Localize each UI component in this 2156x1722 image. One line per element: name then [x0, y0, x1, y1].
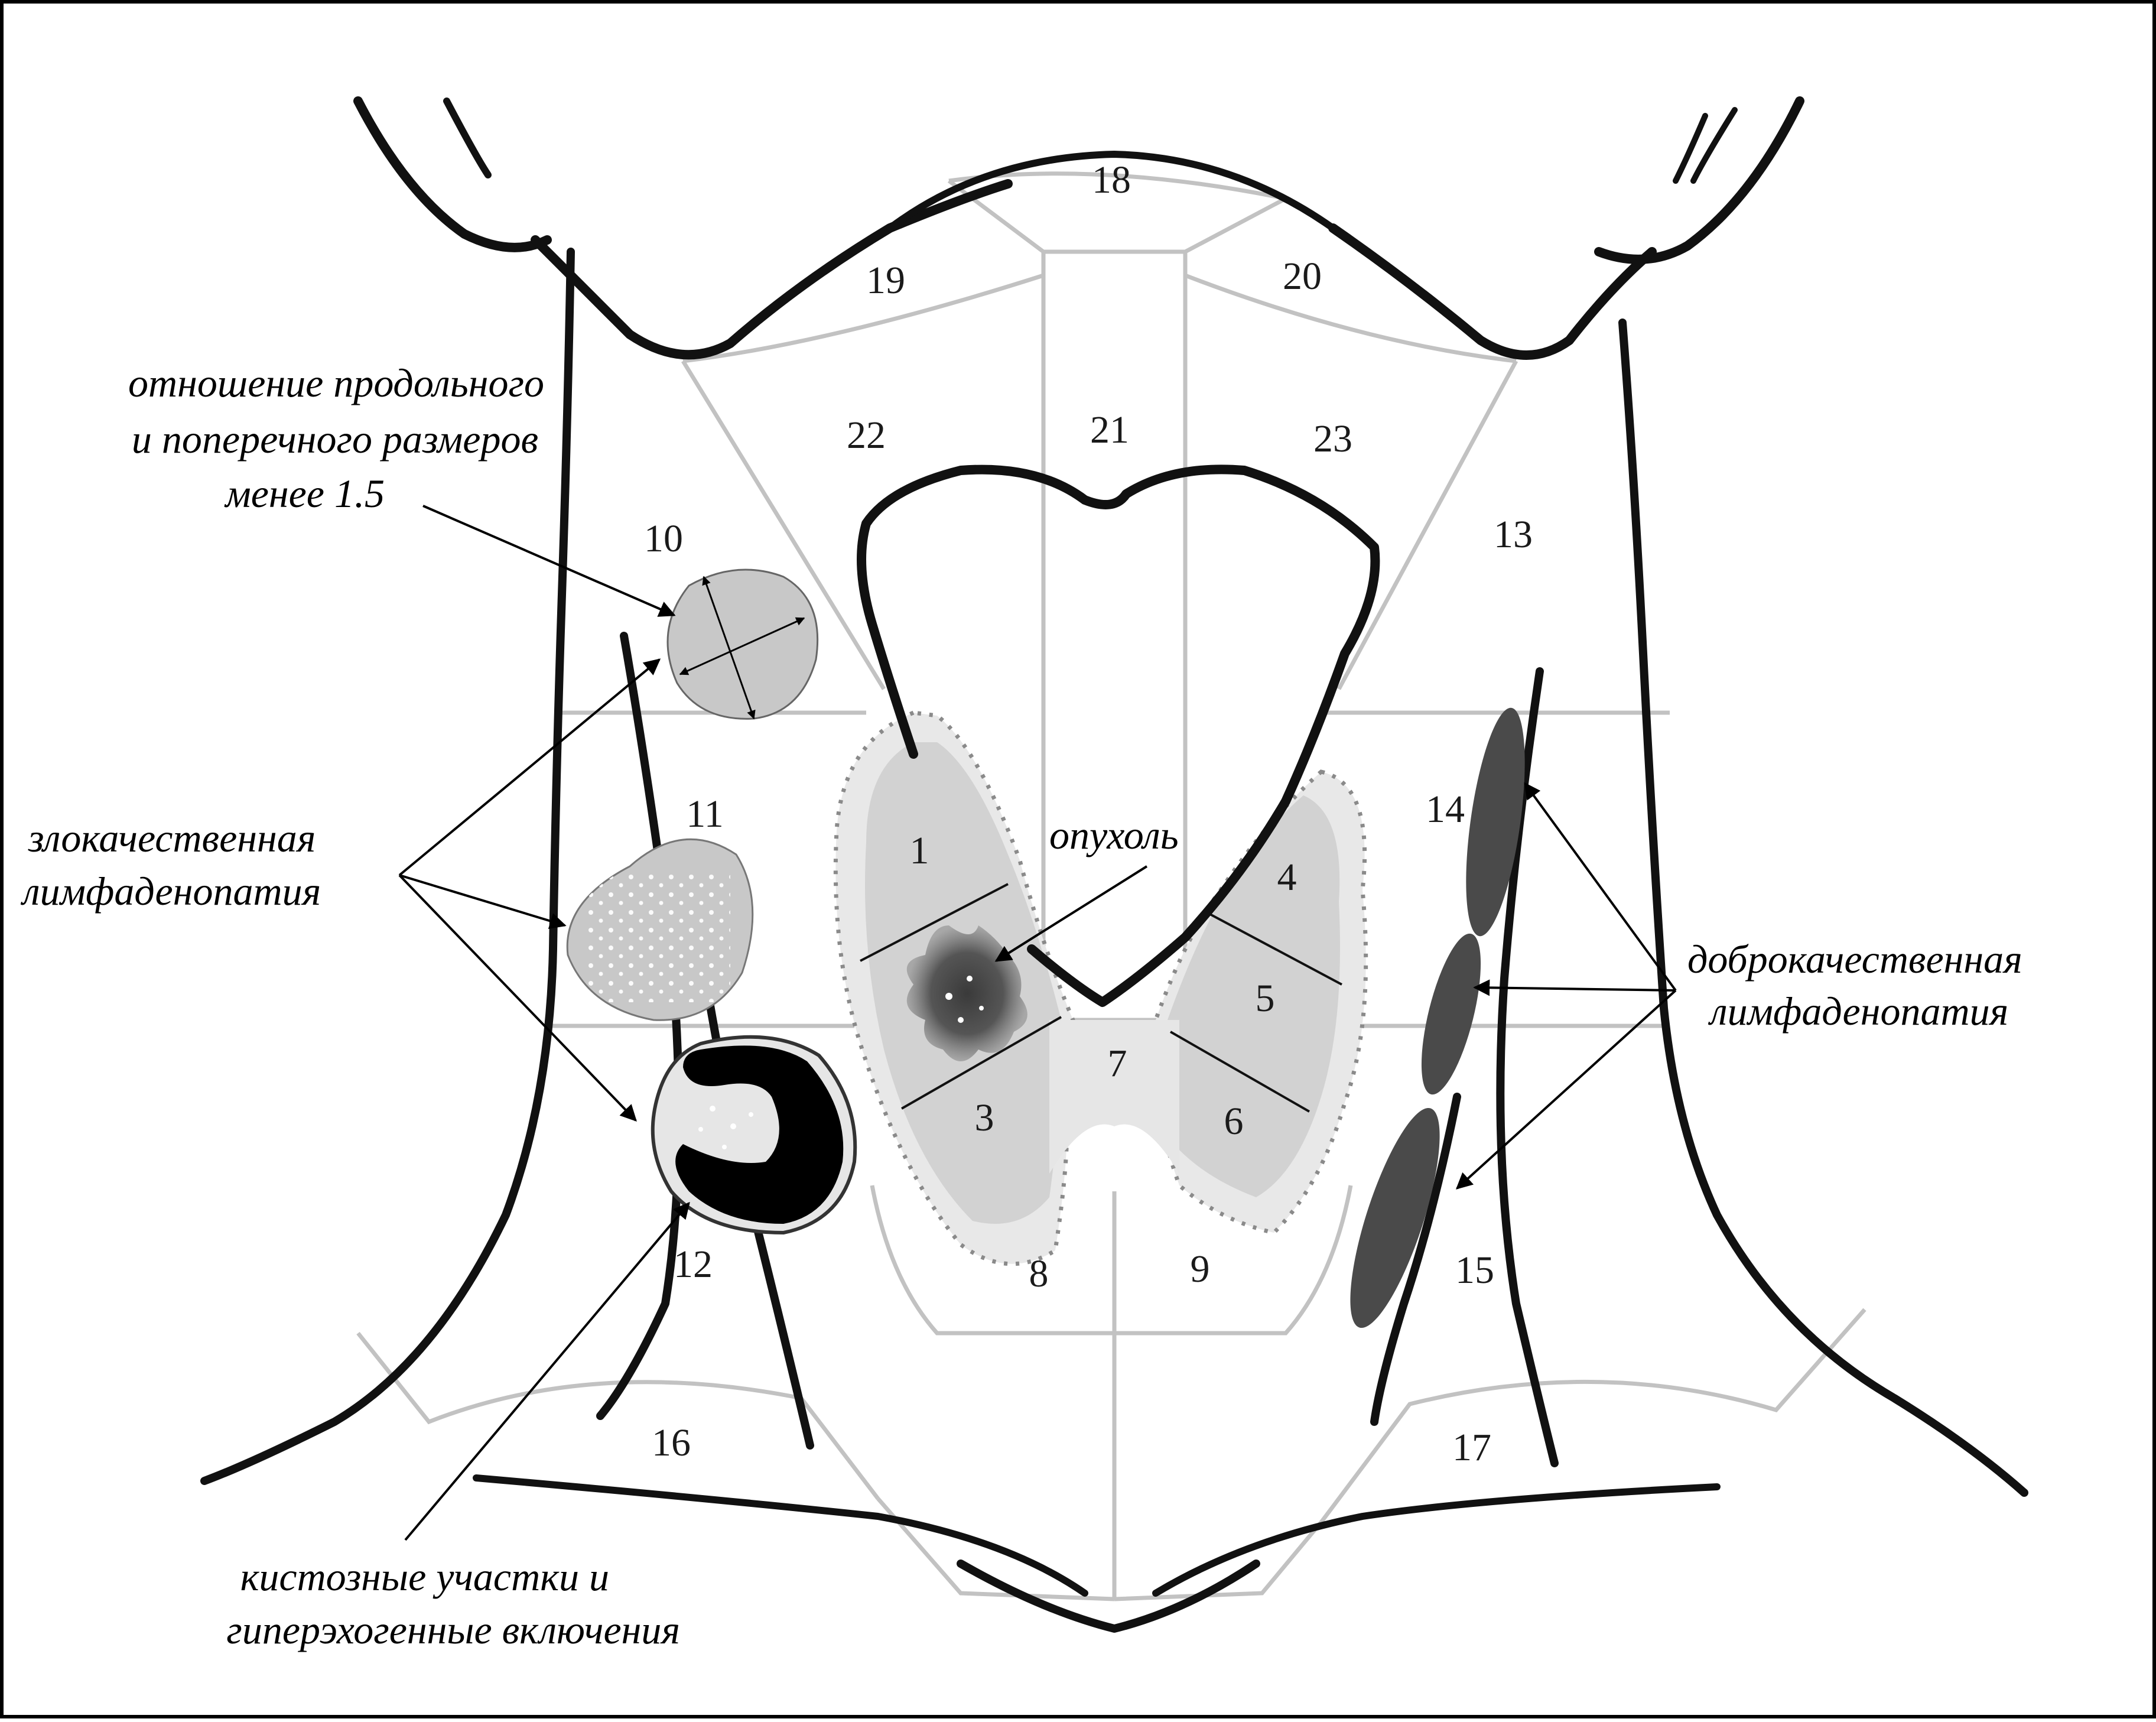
zone-number: 13 — [1494, 513, 1533, 556]
scm-right-back — [1370, 1093, 1461, 1426]
label-malignant-line1: злокачественная — [28, 815, 316, 860]
zone-number: 15 — [1455, 1249, 1494, 1292]
grid-clavicle-left-inner — [876, 1497, 1115, 1601]
zone-number: 11 — [686, 792, 724, 836]
callout-labels: отношение продольного и поперечного разм… — [20, 360, 2022, 1652]
node-width-axis — [679, 617, 805, 675]
clavicle-left — [473, 1474, 1088, 1597]
ear-left-outer — [353, 96, 552, 252]
arrow-tumor — [994, 865, 1148, 962]
grid-submental-sides — [947, 179, 1287, 254]
cystic-speck — [730, 1123, 736, 1129]
lobe-divider-4 — [1208, 912, 1342, 986]
zone-number: 14 — [1426, 788, 1465, 831]
benign-node-15-upper — [1421, 933, 1481, 1095]
trachea-outline — [857, 464, 1380, 1007]
grid-submandibular-left — [682, 273, 1045, 363]
cystic-speck — [698, 1127, 703, 1132]
benign-node-15-lower — [1350, 1107, 1440, 1328]
grid-submandibular-right — [1184, 273, 1517, 363]
zone-number: 9 — [1191, 1247, 1210, 1291]
zone-number: 22 — [847, 414, 886, 457]
label-malignant-line2: лимфаденопатия — [20, 869, 321, 914]
zone-numbers: 1 3 4 5 6 7 8 9 10 11 12 13 14 15 16 17 … — [644, 158, 1533, 1469]
tumor-speck — [967, 976, 973, 982]
jaw-right — [1328, 223, 1657, 360]
arrow-ratio — [422, 505, 676, 617]
zone-number: 19 — [866, 259, 905, 302]
zone-number: 5 — [1256, 977, 1275, 1020]
label-benign-line1: доброкачественная — [1687, 937, 2022, 982]
malignant-node-10 — [666, 568, 819, 720]
zone-number: 3 — [975, 1096, 994, 1139]
arrow-malignant-10 — [398, 658, 661, 876]
thyroid — [833, 710, 1368, 1266]
grid-supraclavicular-left — [356, 1331, 880, 1500]
grid-lower-paratracheal — [870, 1185, 1353, 1336]
ear-right-outer — [1594, 96, 1804, 264]
zone-grid — [356, 171, 1866, 1601]
lobe-divider-5 — [1170, 1031, 1310, 1113]
zone-number: 23 — [1313, 417, 1352, 460]
body-outline — [200, 96, 2028, 1633]
lobe-divider-2 — [901, 1016, 1062, 1110]
grid-midline-upper — [1041, 252, 1188, 1020]
grid-triangle-left — [681, 360, 886, 690]
neck-right-outer — [1618, 319, 2028, 1497]
jaw-left — [531, 179, 1013, 360]
tumor-speck — [958, 1017, 964, 1023]
label-cystic-line1: кистозные участки и — [240, 1554, 609, 1599]
cystic-speck — [749, 1112, 753, 1117]
cystic-speck — [710, 1106, 716, 1112]
zone-number: 10 — [644, 517, 683, 560]
grid-triangle-right — [1336, 360, 1518, 690]
arrow-benign-15-lower — [1455, 989, 1677, 1190]
zone-number: 4 — [1277, 856, 1297, 899]
label-ratio-line1: отношение продольного — [128, 360, 544, 405]
label-tumor: опухоль — [1049, 813, 1179, 857]
label-cystic-line2: гиперэхогенные включения — [226, 1607, 680, 1652]
lobe-divider-1 — [860, 883, 1009, 962]
label-benign-line2: лимфаденопатия — [1708, 989, 2008, 1034]
zone-number: 18 — [1092, 158, 1131, 202]
ear-left-inner — [443, 98, 492, 178]
zone-number: 12 — [674, 1243, 713, 1286]
arrow-malignant-11 — [399, 874, 567, 930]
ear-right-inner — [1673, 107, 1738, 184]
zone-number: 17 — [1452, 1426, 1491, 1469]
thyroid-right-lobe — [1166, 795, 1340, 1197]
arrow-benign-15-upper — [1473, 979, 1676, 996]
arrow-benign-14 — [1524, 782, 1677, 992]
chin — [886, 151, 1336, 232]
grid-clavicle-right-inner — [1114, 1520, 1323, 1601]
label-ratio-line2: и поперечного размеров — [132, 417, 538, 462]
benign-node-14 — [1466, 707, 1525, 937]
callout-arrows — [398, 505, 1677, 1541]
zone-number: 21 — [1090, 408, 1129, 451]
grid-supraclavicular-right — [1319, 1308, 1866, 1524]
arrow-cystic — [404, 1201, 690, 1541]
sternal-notch — [957, 1559, 1260, 1633]
cystic-speck — [722, 1145, 727, 1149]
node-11-microcalcifications — [588, 872, 730, 1002]
arrow-malignant-12 — [398, 874, 637, 1122]
zone-number: 6 — [1224, 1100, 1244, 1143]
zone-number: 20 — [1283, 255, 1322, 298]
lymph-nodes — [566, 568, 1525, 1328]
clavicle-right — [1152, 1483, 1721, 1597]
thyroid-isthmus — [1049, 1020, 1179, 1174]
neck-left-outer — [200, 248, 575, 1485]
zone-number: 8 — [1029, 1252, 1049, 1295]
label-ratio-line3: менее 1.5 — [224, 471, 385, 516]
tumor-speck — [945, 993, 952, 1000]
tumor-speck — [979, 1006, 984, 1011]
neck-diagram: 1 3 4 5 6 7 8 9 10 11 12 13 14 15 16 17 … — [20, 96, 2028, 1652]
zone-number: 16 — [652, 1421, 691, 1464]
zone-number: 1 — [910, 829, 929, 872]
zone-number: 7 — [1108, 1042, 1127, 1085]
cystic-dark-area — [675, 1045, 844, 1224]
